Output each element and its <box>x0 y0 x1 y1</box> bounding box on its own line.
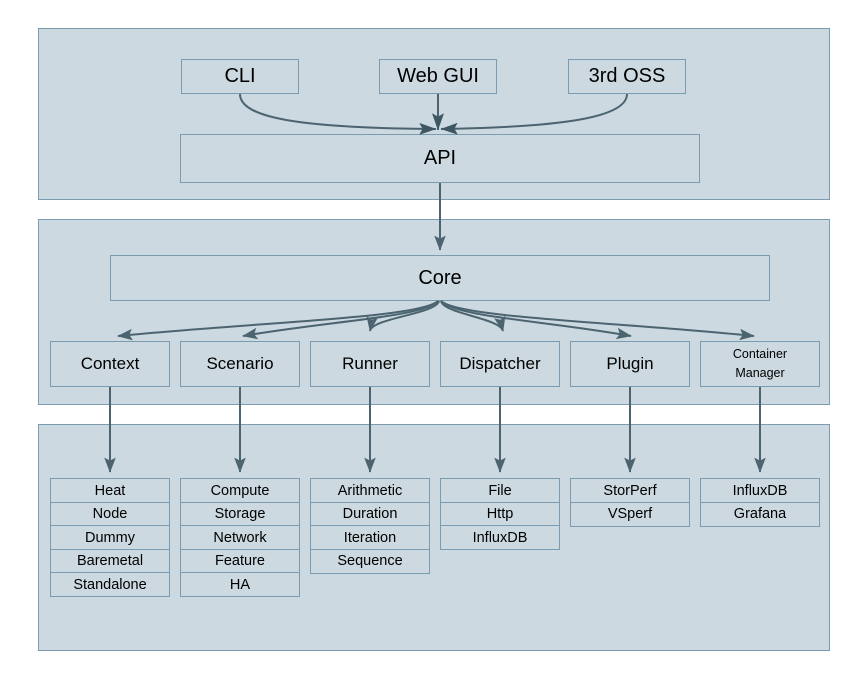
service-item-label: Baremetal <box>76 553 144 569</box>
service-item-label: Node <box>92 506 128 522</box>
service-item[interactable]: Duration <box>310 501 430 527</box>
service-item[interactable]: Feature <box>180 548 300 574</box>
service-item-label: StorPerf <box>603 482 657 499</box>
service-item-label: Http <box>486 506 514 522</box>
service-stack-container-manager: InfluxDB Grafana <box>700 478 820 527</box>
service-item-label: Arithmetic <box>337 482 403 499</box>
service-item-label: Network <box>213 529 267 546</box>
service-item[interactable]: InfluxDB <box>700 478 820 503</box>
node-label-container-manager-line1: Container <box>732 346 788 361</box>
node-label-context: Context <box>80 354 140 373</box>
node-core[interactable]: Core <box>110 255 770 301</box>
service-item-label: Iteration <box>343 529 397 546</box>
node-dispatcher[interactable]: Dispatcher <box>440 341 560 387</box>
node-label-web-gui: Web GUI <box>397 65 479 87</box>
service-item[interactable]: VSperf <box>570 501 690 527</box>
node-label-api: API <box>423 147 457 169</box>
service-item-label: Heat <box>94 482 126 499</box>
node-label-3rd-oss: 3rd OSS <box>588 65 666 87</box>
service-item-label: InfluxDB <box>732 482 788 499</box>
service-item-label: Feature <box>215 553 265 569</box>
service-item-label: Grafana <box>733 506 787 522</box>
panel-service <box>38 424 830 651</box>
service-item[interactable]: Iteration <box>310 525 430 550</box>
service-item[interactable]: Standalone <box>50 572 170 597</box>
node-label-plugin: Plugin <box>606 354 654 373</box>
node-label-container-manager-line2: Manager <box>735 366 785 380</box>
service-item[interactable]: Grafana <box>700 501 820 527</box>
service-item[interactable]: Sequence <box>310 548 430 574</box>
service-item[interactable]: Node <box>50 501 170 527</box>
node-plugin[interactable]: Plugin <box>570 341 690 387</box>
service-item-label: Duration <box>342 506 398 522</box>
service-stack-dispatcher: File Http InfluxDB <box>440 478 560 550</box>
node-runner[interactable]: Runner <box>310 341 430 387</box>
node-label-scenario: Scenario <box>206 354 274 373</box>
service-item-label: Standalone <box>73 576 147 593</box>
service-item[interactable]: Storage <box>180 501 300 527</box>
node-scenario[interactable]: Scenario <box>180 341 300 387</box>
service-item-label: Sequence <box>337 553 403 569</box>
service-item-label: Dummy <box>85 529 135 546</box>
service-item-label: Compute <box>210 482 270 499</box>
service-item-label: VSperf <box>607 506 653 522</box>
service-item[interactable]: Dummy <box>50 525 170 550</box>
service-item[interactable]: Network <box>180 525 300 550</box>
node-context[interactable]: Context <box>50 341 170 387</box>
service-stack-scenario: Compute Storage Network Feature HA <box>180 478 300 597</box>
service-item-label: InfluxDB <box>472 529 528 546</box>
service-item[interactable]: StorPerf <box>570 478 690 503</box>
node-container-manager[interactable]: Container Manager <box>700 341 820 387</box>
node-3rd-oss[interactable]: 3rd OSS <box>568 59 686 94</box>
node-cli[interactable]: CLI <box>181 59 299 94</box>
service-item[interactable]: File <box>440 478 560 503</box>
node-api[interactable]: API <box>180 134 700 183</box>
node-label-cli: CLI <box>224 65 256 87</box>
node-label-runner: Runner <box>342 354 398 373</box>
service-item[interactable]: Http <box>440 501 560 527</box>
service-item-label: HA <box>229 576 251 593</box>
node-label-dispatcher: Dispatcher <box>459 354 541 373</box>
service-item[interactable]: Baremetal <box>50 548 170 574</box>
service-item-label: Storage <box>214 506 266 522</box>
node-web-gui[interactable]: Web GUI <box>379 59 497 94</box>
node-label-core: Core <box>418 266 462 289</box>
service-item-label: File <box>488 482 512 499</box>
service-item[interactable]: Heat <box>50 478 170 503</box>
service-item[interactable]: InfluxDB <box>440 525 560 550</box>
service-item[interactable]: HA <box>180 572 300 597</box>
service-stack-runner: Arithmetic Duration Iteration Sequence <box>310 478 430 574</box>
service-stack-plugin: StorPerf VSperf <box>570 478 690 527</box>
service-item[interactable]: Compute <box>180 478 300 503</box>
service-item[interactable]: Arithmetic <box>310 478 430 503</box>
service-stack-context: Heat Node Dummy Baremetal Standalone <box>50 478 170 597</box>
